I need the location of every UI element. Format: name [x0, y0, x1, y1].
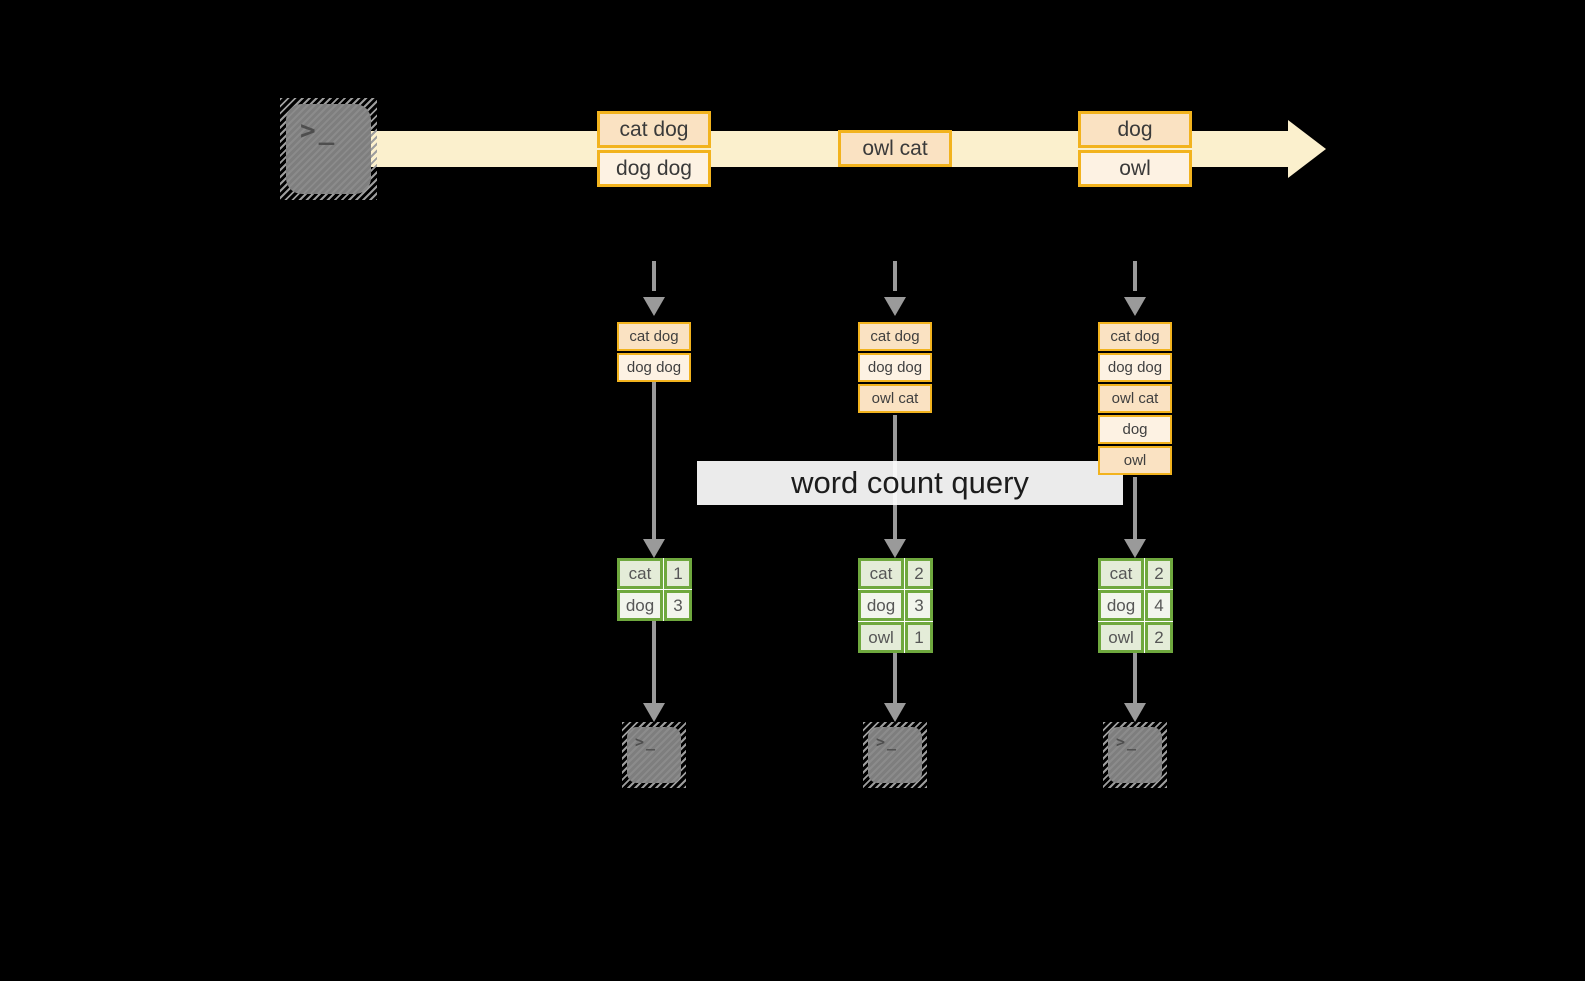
state-record: cat dog — [1098, 322, 1172, 351]
result-count: 1 — [664, 558, 692, 589]
dashed-arrow-line — [893, 261, 897, 291]
dashed-arrow-head-icon — [1124, 297, 1146, 316]
result-word: owl — [1098, 622, 1144, 653]
flow-arrow-line — [652, 621, 656, 703]
result-count: 3 — [905, 590, 933, 621]
flow-arrow-line — [652, 382, 656, 539]
result-word: dog — [1098, 590, 1144, 621]
dashed-arrow-line — [1133, 261, 1137, 291]
flow-arrow-head-icon — [643, 703, 665, 722]
terminal-screen: >_ — [868, 727, 922, 783]
input-state-stack-1: cat dog dog dog — [617, 322, 691, 382]
state-record: owl cat — [858, 384, 932, 413]
input-state-stack-3: cat dog dog dog owl cat dog owl — [1098, 322, 1172, 475]
dashed-arrow-line — [652, 261, 656, 291]
flow-arrow-line — [1133, 477, 1137, 539]
query-banner: word count query — [697, 461, 1123, 505]
sink-terminal-icon: >_ — [622, 722, 686, 788]
terminal-prompt-icon: >_ — [876, 733, 899, 751]
flow-arrow-head-icon — [884, 539, 906, 558]
dashed-arrow-head-icon — [643, 297, 665, 316]
stream-timeline-arrowhead-icon — [1288, 120, 1326, 178]
result-count: 4 — [1145, 590, 1173, 621]
state-record: owl cat — [1098, 384, 1172, 413]
state-record: owl — [1098, 446, 1172, 475]
result-count: 2 — [1145, 558, 1173, 589]
result-count: 2 — [1145, 622, 1173, 653]
terminal-prompt-icon: >_ — [300, 116, 338, 146]
state-record: dog dog — [1098, 353, 1172, 382]
stream-record: cat dog — [597, 111, 711, 148]
result-table-2: cat 2 dog 3 owl 1 — [858, 558, 933, 653]
result-word: dog — [617, 590, 663, 621]
sink-terminal-icon: >_ — [1103, 722, 1167, 788]
terminal-screen: >_ — [1108, 727, 1162, 783]
result-table-3: cat 2 dog 4 owl 2 — [1098, 558, 1173, 653]
result-word: cat — [858, 558, 904, 589]
terminal-screen: >_ — [627, 727, 681, 783]
state-record: cat dog — [858, 322, 932, 351]
query-banner-label: word count query — [791, 465, 1029, 500]
stream-record: dog — [1078, 111, 1192, 148]
state-record: cat dog — [617, 322, 691, 351]
terminal-screen: >_ — [286, 104, 371, 194]
result-word: owl — [858, 622, 904, 653]
state-record: dog dog — [858, 353, 932, 382]
stream-batch-1: cat dog dog dog — [597, 111, 711, 187]
stream-record: owl — [1078, 150, 1192, 187]
stream-record: owl cat — [838, 130, 952, 167]
result-table-1: cat 1 dog 3 — [617, 558, 692, 621]
result-word: cat — [1098, 558, 1144, 589]
stream-record: dog dog — [597, 150, 711, 187]
terminal-prompt-icon: >_ — [635, 733, 658, 751]
source-terminal-icon: >_ — [280, 98, 377, 200]
flow-arrow-line — [1133, 653, 1137, 703]
dashed-arrow-head-icon — [884, 297, 906, 316]
flow-arrow-head-icon — [884, 703, 906, 722]
flow-arrow-head-icon — [1124, 539, 1146, 558]
state-record: dog — [1098, 415, 1172, 444]
result-count: 2 — [905, 558, 933, 589]
flow-arrow-line — [893, 653, 897, 703]
terminal-prompt-icon: >_ — [1116, 733, 1139, 751]
flow-arrow-head-icon — [1124, 703, 1146, 722]
result-word: cat — [617, 558, 663, 589]
result-count: 1 — [905, 622, 933, 653]
state-record: dog dog — [617, 353, 691, 382]
result-word: dog — [858, 590, 904, 621]
stream-batch-3: dog owl — [1078, 111, 1192, 187]
flow-arrow-head-icon — [643, 539, 665, 558]
input-state-stack-2: cat dog dog dog owl cat — [858, 322, 932, 413]
stream-batch-2: owl cat — [838, 130, 952, 167]
result-count: 3 — [664, 590, 692, 621]
sink-terminal-icon: >_ — [863, 722, 927, 788]
